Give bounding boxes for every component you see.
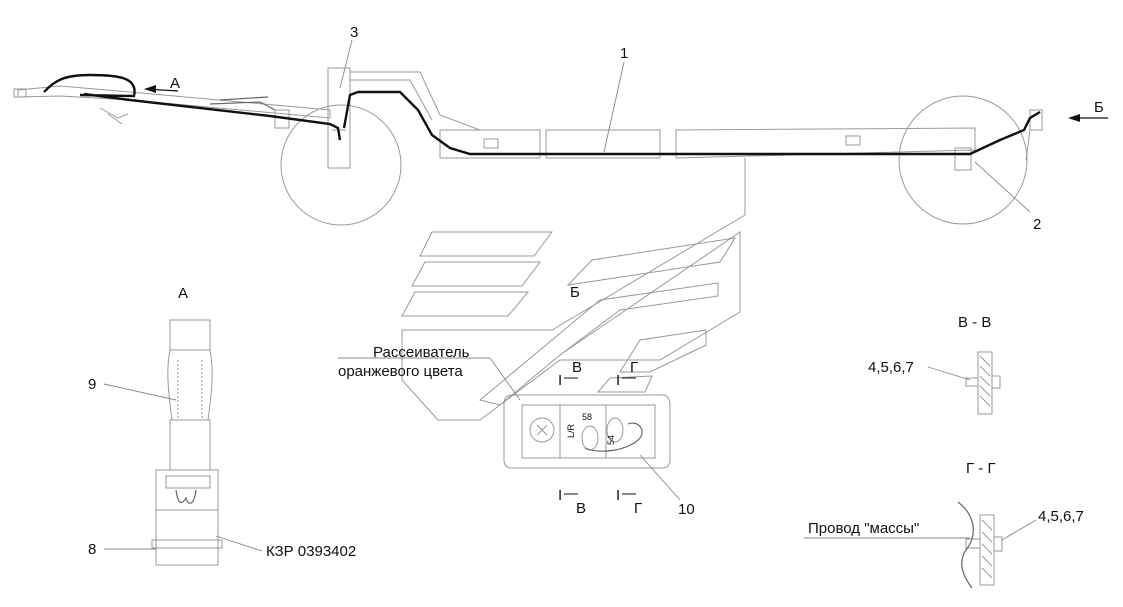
lamp-housing bbox=[503, 394, 671, 469]
vv-bolt-head bbox=[991, 375, 1001, 389]
section-g-top-mark: I bbox=[616, 372, 620, 389]
bulb-58 bbox=[581, 425, 599, 451]
section-gg-title: Г - Г bbox=[966, 460, 996, 477]
leader-10 bbox=[639, 454, 681, 501]
callout-4567-top: 4,5,6,7 bbox=[868, 359, 914, 376]
rear-bracket bbox=[954, 147, 972, 171]
lamp-lens-cross bbox=[536, 424, 548, 436]
panel-outline bbox=[401, 158, 746, 421]
section-v-top-mark: I bbox=[558, 372, 562, 389]
leader-gg bbox=[1001, 519, 1037, 541]
chevron-4 bbox=[596, 375, 653, 393]
leader-2 bbox=[974, 161, 1031, 213]
chevron-1 bbox=[566, 237, 737, 286]
callout-2: 2 bbox=[1033, 216, 1041, 233]
wiring-harness bbox=[43, 73, 1041, 156]
sleeve-hatch bbox=[177, 360, 203, 418]
callout-4567-bottom: 4,5,6,7 bbox=[1038, 508, 1084, 525]
view-a-arrowhead bbox=[144, 85, 156, 93]
section-v-bottom: В bbox=[576, 500, 586, 517]
connector-head bbox=[165, 475, 211, 489]
view-b-arrowhead bbox=[1068, 114, 1080, 122]
frame-front bbox=[350, 71, 481, 131]
section-gg: Г - Г 4,5,6,7 Провод "массы" bbox=[804, 460, 1084, 589]
lamp-inner bbox=[521, 404, 656, 459]
connector-plug bbox=[155, 469, 219, 566]
callout-1: 1 bbox=[620, 45, 628, 62]
diffuser-note-line2: оранжевого цвета bbox=[338, 363, 463, 380]
connector-collar bbox=[151, 539, 223, 549]
ground-wire-note: Провод "массы" bbox=[808, 520, 919, 537]
stripe-1 bbox=[419, 231, 553, 257]
frame-seg-1 bbox=[439, 129, 541, 159]
rear-lamp-bracket bbox=[1025, 109, 1043, 161]
callout-9: 9 bbox=[88, 376, 96, 393]
view-a-title: А bbox=[178, 285, 188, 302]
front-wheel bbox=[280, 104, 402, 226]
frame-plate-2 bbox=[845, 135, 861, 146]
section-g-bottom-mark: I bbox=[616, 487, 620, 504]
cable-body bbox=[169, 419, 211, 471]
section-g-top: Г bbox=[630, 359, 638, 376]
leader-3 bbox=[339, 39, 353, 89]
section-v-top: В bbox=[572, 359, 582, 376]
mark-54: 54 bbox=[606, 435, 616, 445]
leader-1 bbox=[603, 61, 625, 153]
view-b-arrow-label: Б bbox=[1094, 99, 1104, 116]
vv-hatch bbox=[979, 355, 991, 407]
chain bbox=[99, 107, 129, 125]
lamp-lens bbox=[529, 417, 555, 443]
ground-wire-drawing bbox=[957, 501, 974, 589]
lamp-wires bbox=[584, 422, 643, 452]
section-vv: В - В 4,5,6,7 bbox=[868, 314, 1001, 415]
view-b-panel: 58 54 L/R 10 Рассеиватель оранжевого цве… bbox=[338, 158, 746, 518]
chevron-3 bbox=[619, 329, 707, 373]
connector-wires bbox=[175, 489, 197, 504]
leader-diffuser-2 bbox=[489, 357, 521, 401]
callout-3: 3 bbox=[350, 24, 358, 41]
hitch-eye bbox=[13, 88, 27, 98]
top-callouts: 3 1 2 А Б bbox=[144, 24, 1108, 233]
leader-code bbox=[215, 535, 263, 552]
callout-8: 8 bbox=[88, 541, 96, 558]
mark-lr: L/R bbox=[566, 423, 576, 438]
rear-wheel bbox=[898, 95, 1028, 225]
leader-9 bbox=[103, 383, 177, 401]
frame-plate-1 bbox=[483, 138, 499, 149]
gg-bolt-nut bbox=[965, 538, 981, 549]
view-b-small-label: Б bbox=[570, 284, 580, 301]
chevron-2 bbox=[478, 282, 719, 406]
stripe-2 bbox=[411, 261, 541, 287]
vv-bolt-nut bbox=[965, 377, 979, 387]
stripe-3 bbox=[401, 291, 530, 317]
section-g-bottom: Г bbox=[634, 500, 642, 517]
gg-hatch bbox=[981, 519, 993, 579]
diffuser-note-line1: Рассеиватель bbox=[373, 344, 470, 361]
section-v-bottom-mark: I bbox=[558, 487, 562, 504]
part-code: КЗР 0393402 bbox=[266, 543, 356, 560]
trailer-side-view bbox=[13, 67, 1043, 226]
callout-10: 10 bbox=[678, 501, 695, 518]
frame-seg-3 bbox=[675, 127, 976, 159]
view-a-detail: А 9 8 КЗР 0393402 bbox=[88, 285, 356, 566]
section-vv-title: В - В bbox=[958, 314, 991, 331]
gg-bolt-head bbox=[993, 536, 1003, 552]
view-a-arrow-label: А bbox=[170, 75, 180, 92]
bulb-54 bbox=[606, 417, 624, 443]
leader-vv bbox=[927, 366, 971, 381]
frame-seg-2 bbox=[545, 129, 661, 159]
mark-58: 58 bbox=[582, 412, 592, 422]
cable-sleeve bbox=[167, 349, 213, 421]
drawbar bbox=[17, 85, 331, 119]
cable-top bbox=[169, 319, 211, 351]
spring bbox=[209, 96, 276, 111]
